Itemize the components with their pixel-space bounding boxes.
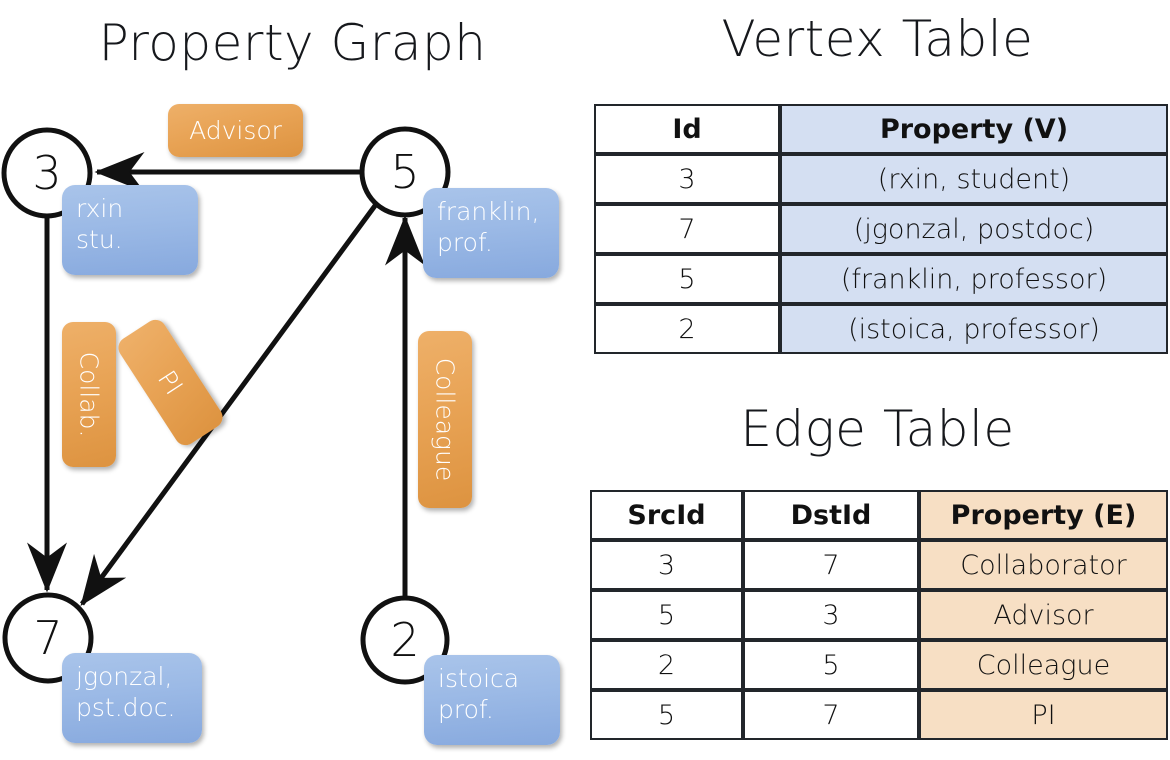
edge-table-header-property: Property (E) (919, 490, 1168, 540)
edge-label-collab: Collab. (62, 322, 116, 467)
edge-cell-src: 5 (590, 690, 743, 740)
table-row: 7 (jgonzal, postdoc) (594, 204, 1168, 254)
vertex-property-box-3: rxin stu. (62, 185, 198, 275)
vertex-prop-line: prof. (437, 227, 493, 257)
vertex-prop-line: pst.doc. (76, 692, 176, 722)
vertex-prop-line: jgonzal, (76, 662, 173, 691)
edge-cell-src: 3 (590, 540, 743, 590)
vertex-cell-property: (franklin, professor) (780, 254, 1168, 304)
vertex-prop-line: franklin, (437, 197, 540, 226)
table-header-row: SrcId DstId Property (E) (590, 490, 1168, 540)
edge-label-text: Advisor (189, 116, 282, 145)
edge-cell-src: 2 (590, 640, 743, 690)
vertex-cell-property: (rxin, student) (780, 154, 1168, 204)
vertex-prop-line: prof. (438, 694, 494, 724)
vertex-property-box-7: jgonzal, pst.doc. (62, 653, 202, 743)
vertex-cell-id: 2 (594, 304, 780, 354)
vertex-table-header-id: Id (594, 104, 780, 154)
edge-label-text: PI (152, 365, 189, 400)
edge-cell-dst: 7 (743, 690, 919, 740)
edge-cell-src: 5 (590, 590, 743, 640)
vertex-cell-property: (istoica, professor) (780, 304, 1168, 354)
edge-label-colleague: Colleague (418, 331, 472, 508)
page-title-vertex-table: Vertex Table (721, 10, 1034, 68)
edge-cell-dst: 7 (743, 540, 919, 590)
vertex-table: Id Property (V) 3 (rxin, student) 7 (jgo… (594, 104, 1168, 354)
page-title-edge-table: Edge Table (740, 400, 1015, 458)
edge-table: SrcId DstId Property (E) 3 7 Collaborato… (590, 490, 1168, 740)
table-header-row: Id Property (V) (594, 104, 1168, 154)
vertex-prop-line: istoica (438, 664, 520, 693)
edge-cell-dst: 5 (743, 640, 919, 690)
vertex-property-box-2: istoica prof. (424, 655, 560, 745)
vertex-cell-property: (jgonzal, postdoc) (780, 204, 1168, 254)
edge-cell-property: Colleague (919, 640, 1168, 690)
vertex-table-header-property: Property (V) (780, 104, 1168, 154)
table-row: 2 5 Colleague (590, 640, 1168, 690)
table-row: 5 7 PI (590, 690, 1168, 740)
vertex-prop-line: rxin (76, 194, 124, 223)
edge-cell-dst: 3 (743, 590, 919, 640)
edge-cell-property: Advisor (919, 590, 1168, 640)
table-row: 5 (franklin, professor) (594, 254, 1168, 304)
edge-table-header-dstid: DstId (743, 490, 919, 540)
vertex-cell-id: 3 (594, 154, 780, 204)
vertex-prop-line: stu. (76, 224, 123, 254)
table-row: 3 (rxin, student) (594, 154, 1168, 204)
edge-cell-property: PI (919, 690, 1168, 740)
vertex-cell-id: 5 (594, 254, 780, 304)
table-row: 5 3 Advisor (590, 590, 1168, 640)
page-title-property-graph: Property Graph (98, 14, 487, 72)
vertex-property-box-5: franklin, prof. (423, 188, 559, 278)
edge-label-text: Colleague (430, 357, 460, 482)
table-row: 3 7 Collaborator (590, 540, 1168, 590)
table-row: 2 (istoica, professor) (594, 304, 1168, 354)
vertex-cell-id: 7 (594, 204, 780, 254)
edge-label-text: Collab. (74, 351, 104, 438)
edge-5-to-7 (79, 201, 380, 607)
edge-label-advisor: Advisor (168, 104, 303, 157)
edge-table-header-srcid: SrcId (590, 490, 743, 540)
edge-cell-property: Collaborator (919, 540, 1168, 590)
